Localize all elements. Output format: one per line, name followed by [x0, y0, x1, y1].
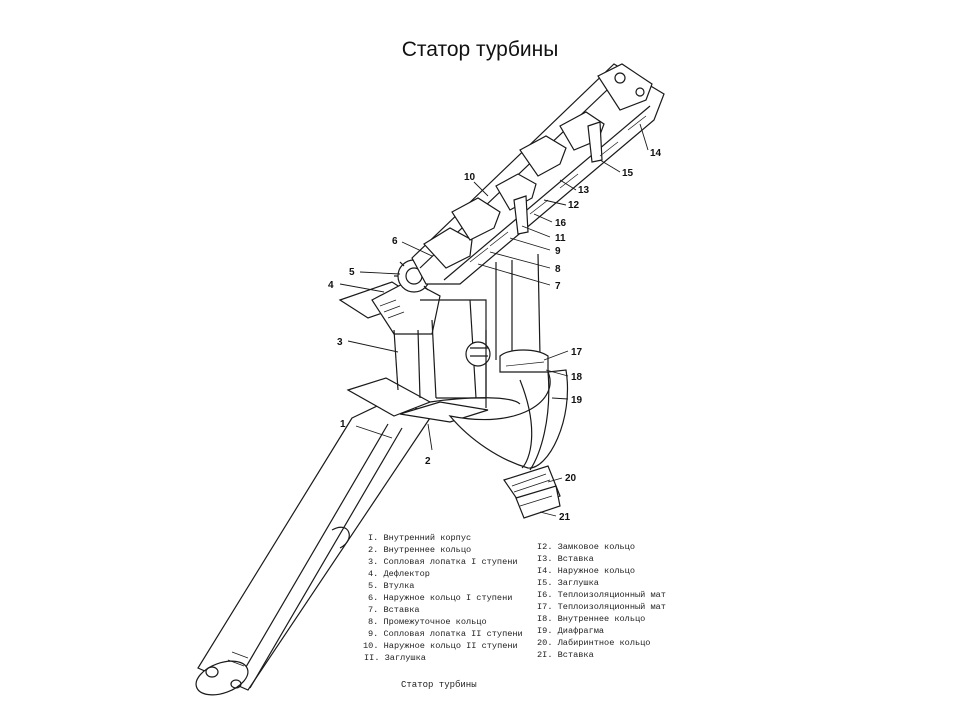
legend-item: I7. Теплоизоляционный мат [537, 602, 666, 612]
callout-4: 4 [328, 280, 334, 291]
callout-3: 3 [337, 337, 343, 348]
legend-item: 7. Вставка [368, 605, 420, 615]
callout-5: 5 [349, 267, 355, 278]
leader-lines [339, 123, 649, 517]
callout-8: 8 [555, 264, 561, 275]
callout-20: 20 [565, 473, 577, 484]
legend-item: 5. Втулка [368, 581, 414, 591]
callout-7: 7 [555, 281, 561, 292]
inner-ring-lower [346, 377, 521, 423]
legend: I. Внутренний корпус 2. Внутреннее кольц… [363, 533, 666, 690]
callout-17: 17 [571, 347, 583, 358]
callout-12: 12 [568, 200, 580, 211]
callout-14: 14 [650, 148, 662, 159]
legend-item: II. Заглушка [364, 653, 426, 663]
callout-10: 10 [464, 172, 476, 183]
legend-left-column: I. Внутренний корпус 2. Внутреннее кольц… [363, 533, 523, 663]
callout-16: 16 [555, 218, 567, 229]
legend-right-column: I2. Замковое кольцо I3. Вставка I4. Нару… [537, 542, 666, 660]
inner-casing-tube [195, 395, 431, 696]
callout-21: 21 [559, 512, 571, 523]
legend-item: I8. Внутреннее кольцо [537, 614, 645, 624]
legend-item: 20. Лабиринтное кольцо [537, 638, 650, 648]
callout-18: 18 [571, 372, 583, 383]
diaphragm [448, 369, 568, 471]
legend-item: I6. Теплоизоляционный мат [537, 590, 666, 600]
callout-6: 6 [392, 236, 398, 247]
labyrinth-ring-assembly [503, 465, 561, 519]
legend-item: I9. Диафрагма [537, 626, 604, 636]
legend-item: I3. Вставка [537, 554, 594, 564]
callout-15: 15 [622, 168, 634, 179]
legend-item: 8. Промежуточное кольцо [368, 617, 487, 627]
legend-item: I. Внутренний корпус [368, 533, 471, 543]
legend-item: 10. Наружное кольцо II ступени [363, 641, 518, 651]
stage-two-nozzle-block [465, 253, 549, 408]
legend-item: 9. Сопловая лопатка II ступени [368, 629, 523, 639]
callout-11: 11 [555, 233, 566, 244]
legend-item: 4. Дефлектор [368, 569, 430, 579]
callout-1: 1 [340, 419, 346, 430]
slide-title: Статор турбины [401, 38, 559, 61]
callout-labels: 1 2 3 4 5 6 7 8 9 10 11 12 13 14 15 16 1… [328, 148, 662, 523]
callout-13: 13 [578, 185, 590, 196]
callout-19: 19 [571, 395, 583, 406]
figure-caption: Статор турбины [401, 680, 477, 690]
legend-item: I4. Наружное кольцо [537, 566, 635, 576]
legend-item: I2. Замковое кольцо [537, 542, 635, 552]
legend-item: 3. Сопловая лопатка I ступени [368, 557, 518, 567]
legend-item: 2. Внутреннее кольцо [368, 545, 471, 555]
callout-9: 9 [555, 246, 561, 257]
outer-rings-band [411, 63, 665, 285]
legend-item: 2I. Вставка [537, 650, 594, 660]
legend-item: 6. Наружное кольцо I ступени [368, 593, 512, 603]
callout-2: 2 [425, 456, 431, 467]
stage-one-nozzle-block [338, 256, 487, 399]
legend-item: I5. Заглушка [537, 578, 599, 588]
